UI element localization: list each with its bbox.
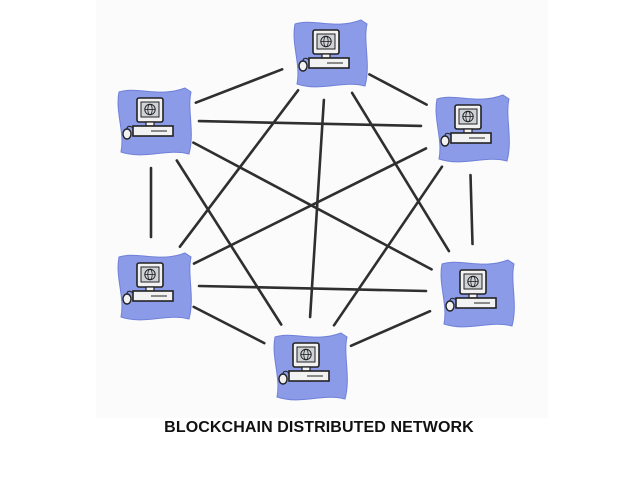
link-top-upper-right [368,73,428,106]
computer-icon [122,97,174,140]
computer-icon [440,104,492,147]
diagram-caption: BLOCKCHAIN DISTRIBUTED NETWORK [164,419,474,436]
link-lower-left-bottom [192,305,266,345]
link-lower-left-lower-right [197,284,428,293]
nodes-layer [117,19,515,401]
node-upper-right [435,94,510,163]
link-top-upper-left [194,68,284,104]
link-upper-left-upper-right [197,119,423,128]
link-lower-right-bottom [349,309,432,348]
computer-icon [278,342,330,385]
link-upper-right-lower-left [192,147,428,265]
node-bottom [273,332,348,401]
link-top-lower-right [350,91,451,253]
computer-icon [298,29,350,72]
computer-icon [122,262,174,305]
links-layer [149,68,474,348]
link-upper-left-bottom [175,159,283,326]
computer-icon [445,269,497,312]
node-lower-right [440,259,515,328]
node-top [293,19,368,88]
node-upper-left [117,87,192,156]
link-upper-right-bottom [332,165,444,327]
node-lower-left [117,252,192,321]
link-top-lower-left [178,89,300,248]
link-upper-right-lower-right [469,173,474,246]
